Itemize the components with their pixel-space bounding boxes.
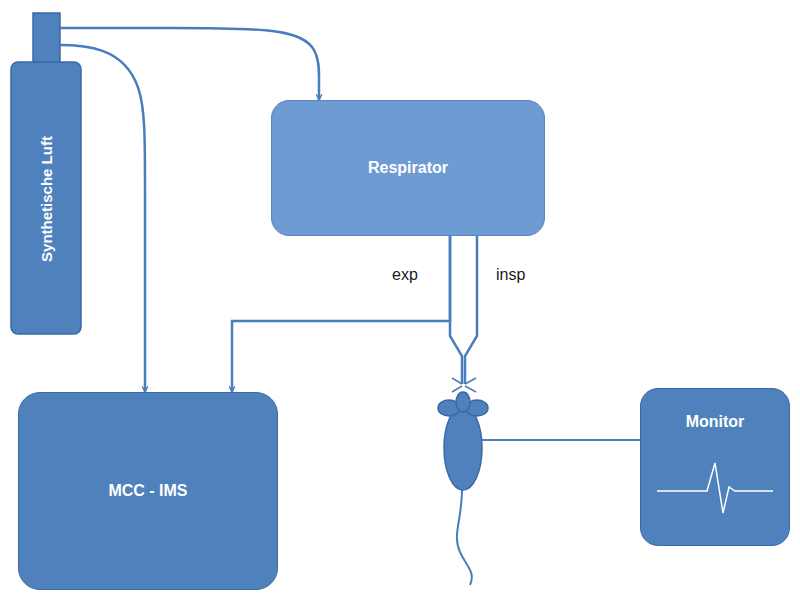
mouse-illustration xyxy=(438,378,488,585)
node-label: Synthetische Luft xyxy=(38,136,55,262)
respirator-box: Respirator xyxy=(271,100,545,236)
gas-cylinder: Synthetische Luft xyxy=(10,12,82,335)
analyzer-box: MCC - IMS xyxy=(18,392,278,590)
cylinder-body xyxy=(11,62,81,334)
breathing-tube xyxy=(450,236,477,384)
monitor-cable xyxy=(482,439,640,441)
ecg-trace xyxy=(655,457,775,517)
ecg-line xyxy=(657,463,773,513)
tube-label: exp xyxy=(392,266,418,284)
flow-arrow xyxy=(50,28,319,100)
node-label: Respirator xyxy=(368,159,448,177)
cylinder-valve xyxy=(33,13,60,63)
monitor-box: Monitor xyxy=(640,388,790,546)
node-label: Monitor xyxy=(686,413,745,431)
node-label: MCC - IMS xyxy=(108,482,187,500)
tube-label: insp xyxy=(496,266,525,284)
flow-arrow xyxy=(232,236,450,392)
